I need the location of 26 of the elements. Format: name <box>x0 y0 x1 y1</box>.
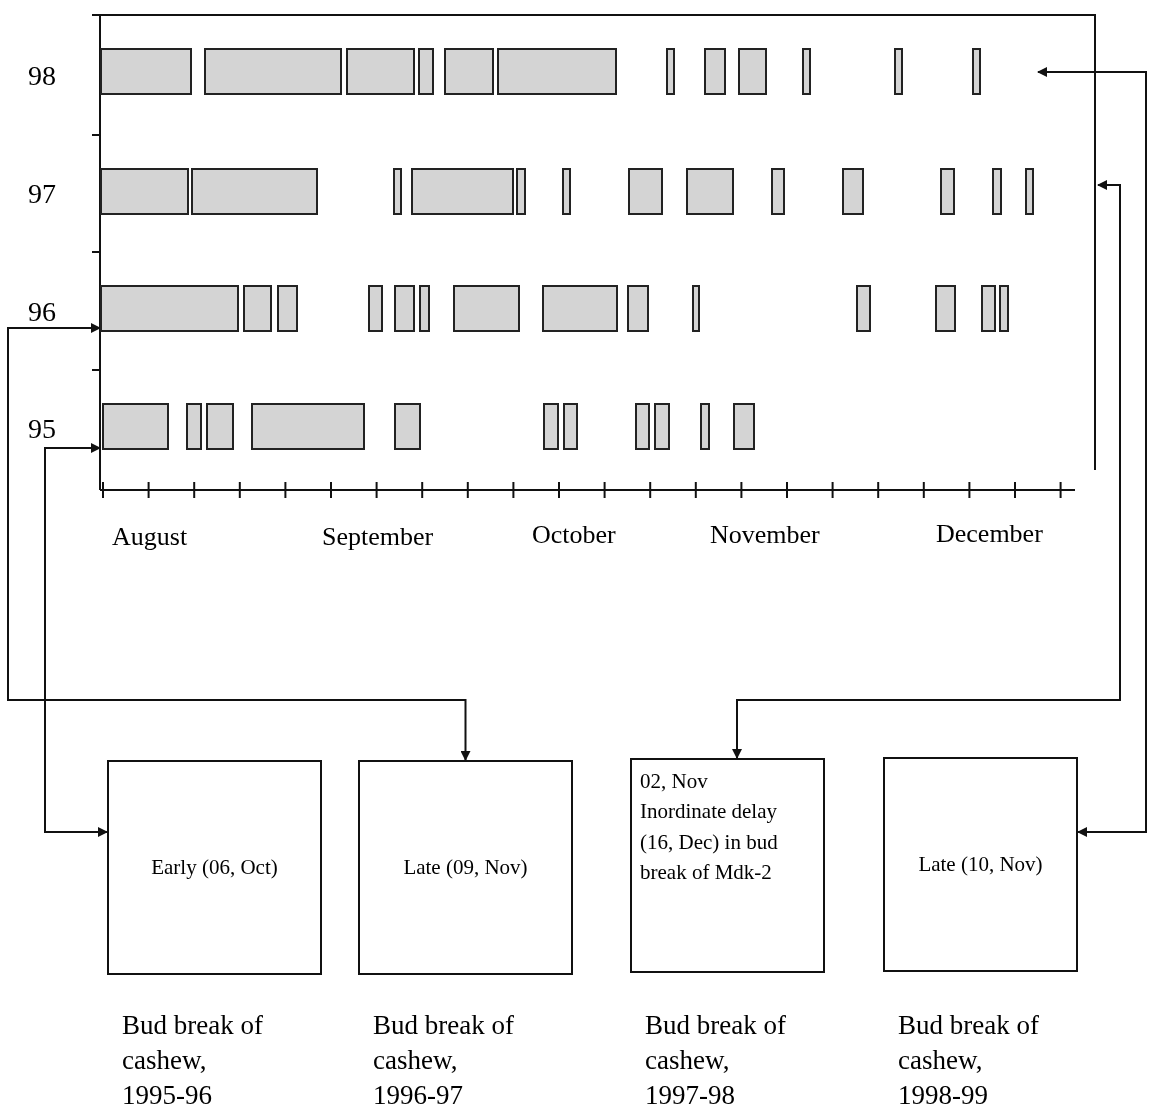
box-text: Inordinate delay (16, Dec) in bud break of Mdk-2 <box>640 798 779 887</box>
month-label: September <box>322 522 434 552</box>
box-text: Late (09, Nov) <box>403 854 528 882</box>
row-label: 97 <box>28 178 56 210</box>
month-label: October <box>532 520 616 550</box>
box-text: Late (10, Nov) <box>918 851 1043 879</box>
text-box <box>107 760 322 975</box>
arrow <box>732 180 1121 759</box>
node-label: Bud break of cashew, 1996-97 <box>373 1009 515 1113</box>
month-label: December <box>936 519 1043 549</box>
arrow <box>7 323 471 761</box>
node-label: Bud break of cashew, 1997-98 <box>645 1009 787 1113</box>
box-text: Early (06, Oct) <box>151 854 278 882</box>
arrow <box>44 443 108 837</box>
text-box <box>358 760 573 975</box>
month-label: August <box>112 522 188 552</box>
row-label: 95 <box>28 413 56 445</box>
row-label: 96 <box>28 296 56 328</box>
arrow <box>1037 67 1147 837</box>
node-label: Bud break of cashew, 1998-99 <box>898 1009 1040 1113</box>
box-text: 02, Nov <box>640 768 708 795</box>
text-box <box>883 757 1078 972</box>
row-label: 98 <box>28 60 56 92</box>
text-box <box>630 758 825 973</box>
month-label: November <box>710 520 820 550</box>
node-label: Bud break of cashew, 1995-96 <box>122 1009 264 1113</box>
